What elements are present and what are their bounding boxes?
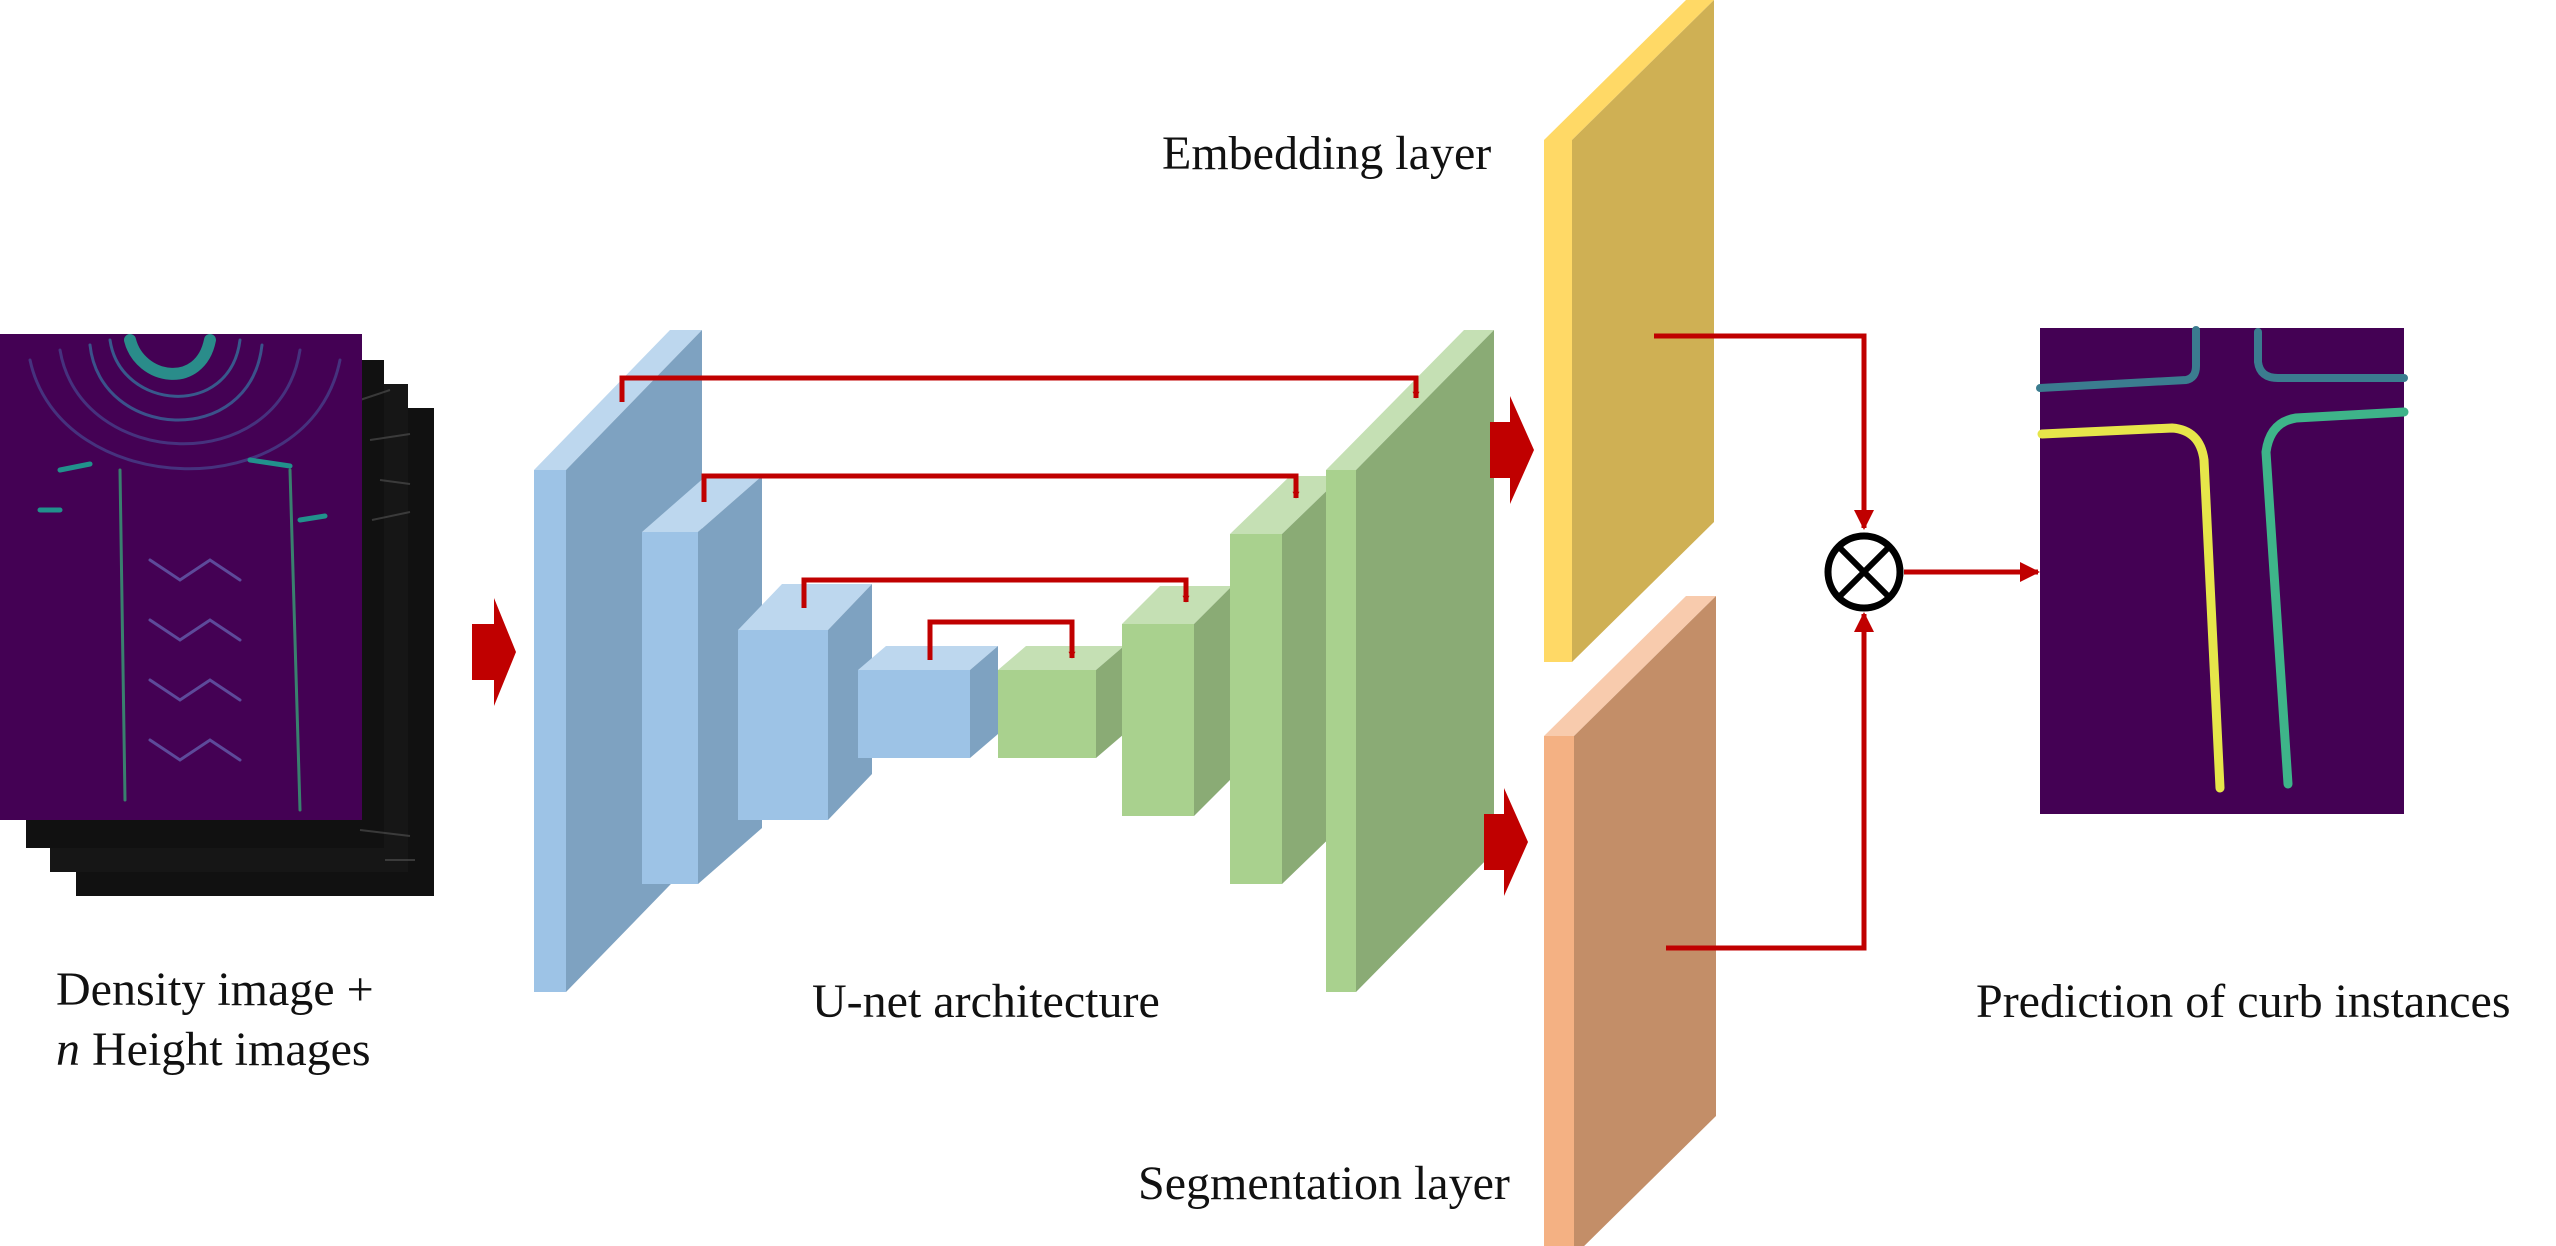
skip-connections [619, 375, 1420, 660]
segmentation-layer [1544, 596, 1716, 1246]
decoder-block-2 [1122, 586, 1232, 816]
unet-label: U-net architecture [812, 975, 1160, 1028]
embedding-layer [1544, 0, 1714, 662]
unet-encoder [534, 330, 998, 992]
prediction-label: Prediction of curb instances [1976, 975, 2511, 1028]
arrow-to-segmentation [1484, 788, 1528, 896]
skip-connection-1 [619, 375, 1420, 402]
skip-connection-3 [801, 577, 1190, 608]
embedding-to-combine [1654, 333, 1874, 530]
decoder-block-3 [1230, 476, 1342, 884]
skip-connection-4 [927, 619, 1076, 660]
arrow-to-embedding [1490, 396, 1534, 504]
embedding-layer-label: Embedding layer [1162, 127, 1492, 180]
density-image [0, 334, 362, 820]
input-label-line2: n Height images [56, 1020, 374, 1080]
curb-instance-green [2261, 407, 2409, 789]
circled-times-icon [1824, 532, 1904, 612]
decoder-block-1 [998, 646, 1124, 758]
encoder-block-3 [738, 584, 872, 820]
decoder-block-4 [1326, 330, 1494, 992]
input-label-line2-rest: Height images [80, 1023, 371, 1076]
segmentation-to-combine [1666, 612, 1874, 951]
input-label: Density image + n Height images [56, 960, 374, 1080]
segmentation-layer-label: Segmentation layer [1138, 1157, 1510, 1210]
curb-instance-teal-left [2036, 326, 2200, 392]
skip-connection-2 [701, 473, 1300, 502]
encoder-block-4 [858, 646, 998, 758]
input-arrow [472, 598, 516, 706]
unet-decoder [998, 330, 1494, 992]
encoder-block-2 [642, 476, 762, 884]
head-connections [1654, 333, 2040, 951]
input-label-n: n [56, 1023, 80, 1076]
input-image-stack [0, 334, 434, 896]
curb-instance-yellow [2037, 423, 2225, 793]
density-image-scanlines [28, 334, 342, 812]
input-label-line1: Density image + [56, 963, 374, 1016]
curb-instance-teal-right [2254, 328, 2408, 382]
prediction-image [2036, 326, 2409, 814]
